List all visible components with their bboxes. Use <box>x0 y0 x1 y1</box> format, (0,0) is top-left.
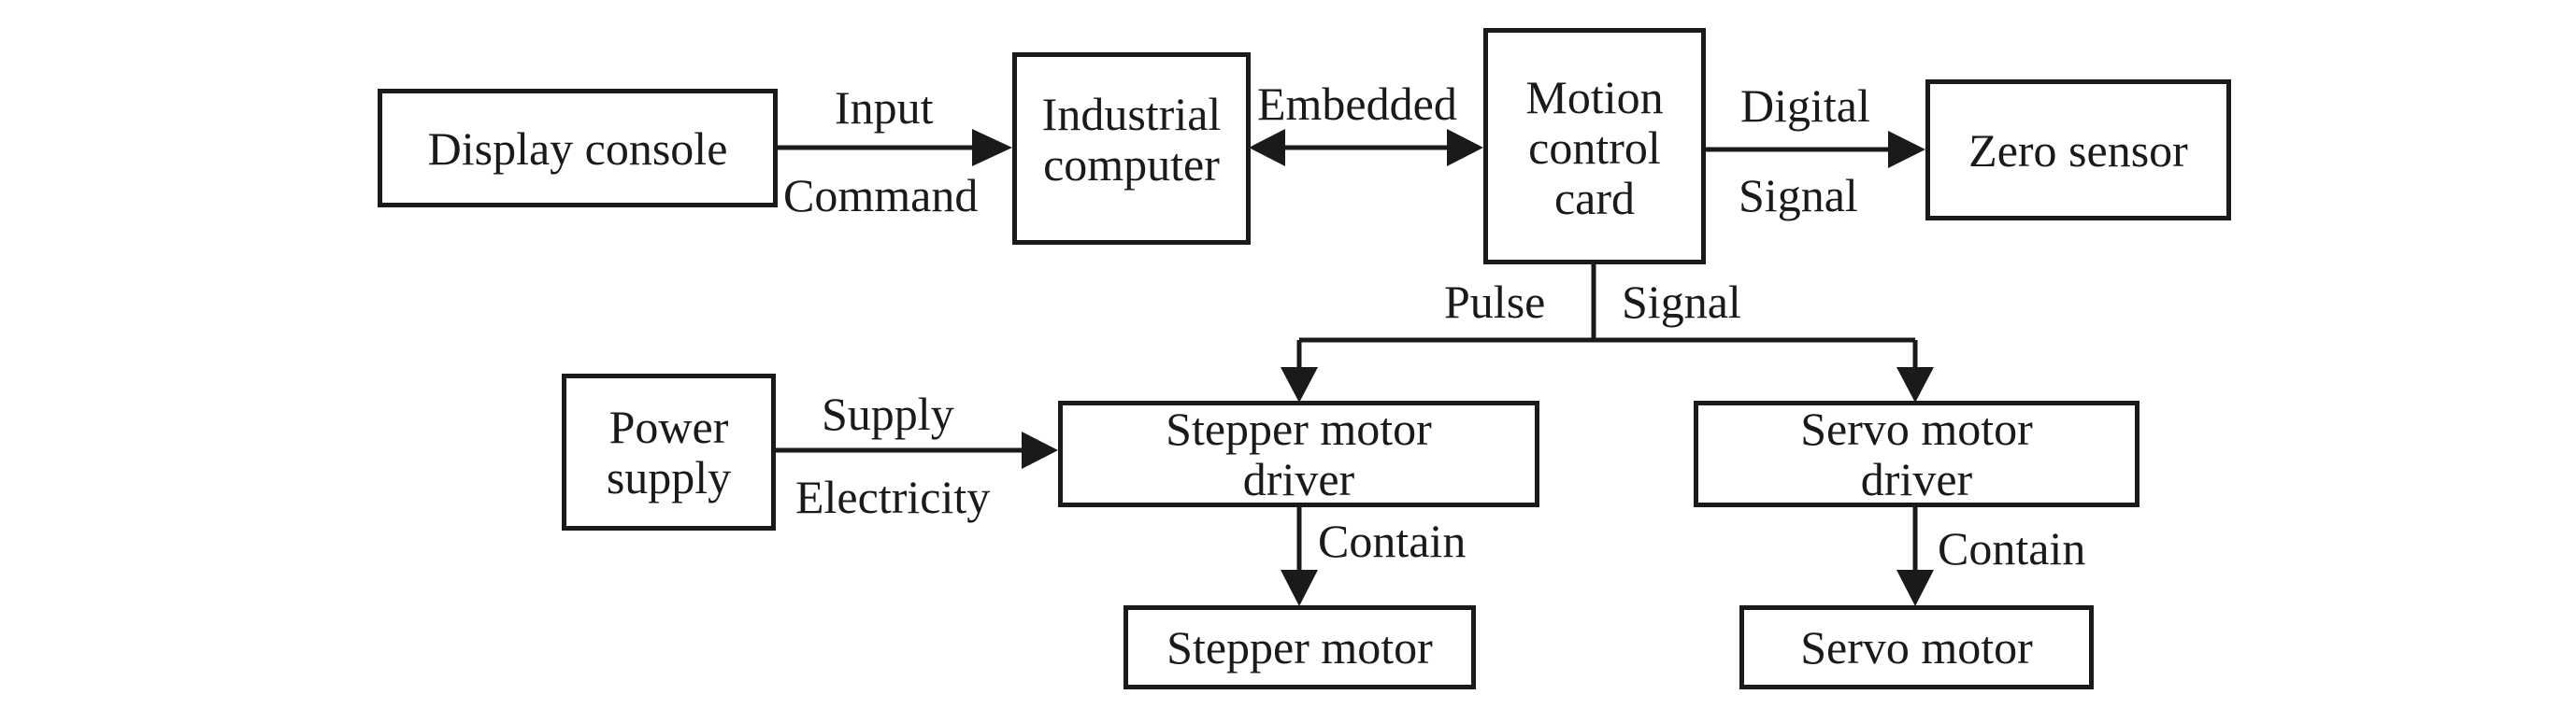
edge-label-supply: Supply <box>822 388 954 440</box>
arrowhead-to-stepper-motor <box>1281 570 1318 606</box>
servo-motor-node: Servo motor <box>1739 605 2094 689</box>
edge-label-pulse: Pulse <box>1444 276 1546 328</box>
servo-motor-driver-label: Servo motor driver <box>1800 403 2033 505</box>
arrowhead-to-servo-driver <box>1896 367 1934 403</box>
servo-motor-driver-node: Servo motor driver <box>1694 401 2140 507</box>
zero-sensor-node: Zero sensor <box>1925 79 2231 220</box>
stepper-motor-label: Stepper motor <box>1166 621 1433 674</box>
edge-label-input: Input <box>835 81 934 134</box>
servo-motor-label: Servo motor <box>1800 621 2033 674</box>
industrial-computer-label: Industrial computer <box>1041 88 1222 191</box>
edge-label-signal-sensor: Signal <box>1739 169 1858 221</box>
arrowhead-power-to-stepper <box>1022 432 1058 469</box>
edge-label-embedded: Embedded <box>1257 78 1457 130</box>
edge-label-digital: Digital <box>1740 79 1870 132</box>
motion-control-card-node: Motion control card <box>1483 28 1706 264</box>
stepper-motor-driver-label: Stepper motor driver <box>1166 403 1432 505</box>
arrowhead-to-servo-motor <box>1896 570 1934 606</box>
stepper-motor-node: Stepper motor <box>1123 605 1476 689</box>
edge-label-contain-stepper: Contain <box>1318 515 1467 567</box>
arrowhead-to-card <box>1447 129 1483 166</box>
arrowhead-to-stepper-driver <box>1281 367 1318 403</box>
edge-label-electricity: Electricity <box>795 471 991 523</box>
motion-control-card-label: Motion control card <box>1525 71 1664 224</box>
arrowhead-to-computer-left <box>1249 129 1285 166</box>
edge-label-signal-drivers: Signal <box>1622 276 1741 328</box>
power-supply-node: Power supply <box>562 374 776 531</box>
edge-label-contain-servo: Contain <box>1938 522 2086 574</box>
display-console-node: Display console <box>378 89 778 207</box>
arrowhead-to-computer <box>972 129 1012 166</box>
display-console-label: Display console <box>427 121 728 175</box>
power-supply-label: Power supply <box>606 401 732 503</box>
stepper-motor-driver-node: Stepper motor driver <box>1058 401 1539 507</box>
arrowhead-to-sensor <box>1888 131 1925 168</box>
industrial-computer-node: Industrial computer <box>1012 52 1251 245</box>
edge-label-command: Command <box>783 169 979 221</box>
zero-sensor-label: Zero sensor <box>1968 123 2188 177</box>
